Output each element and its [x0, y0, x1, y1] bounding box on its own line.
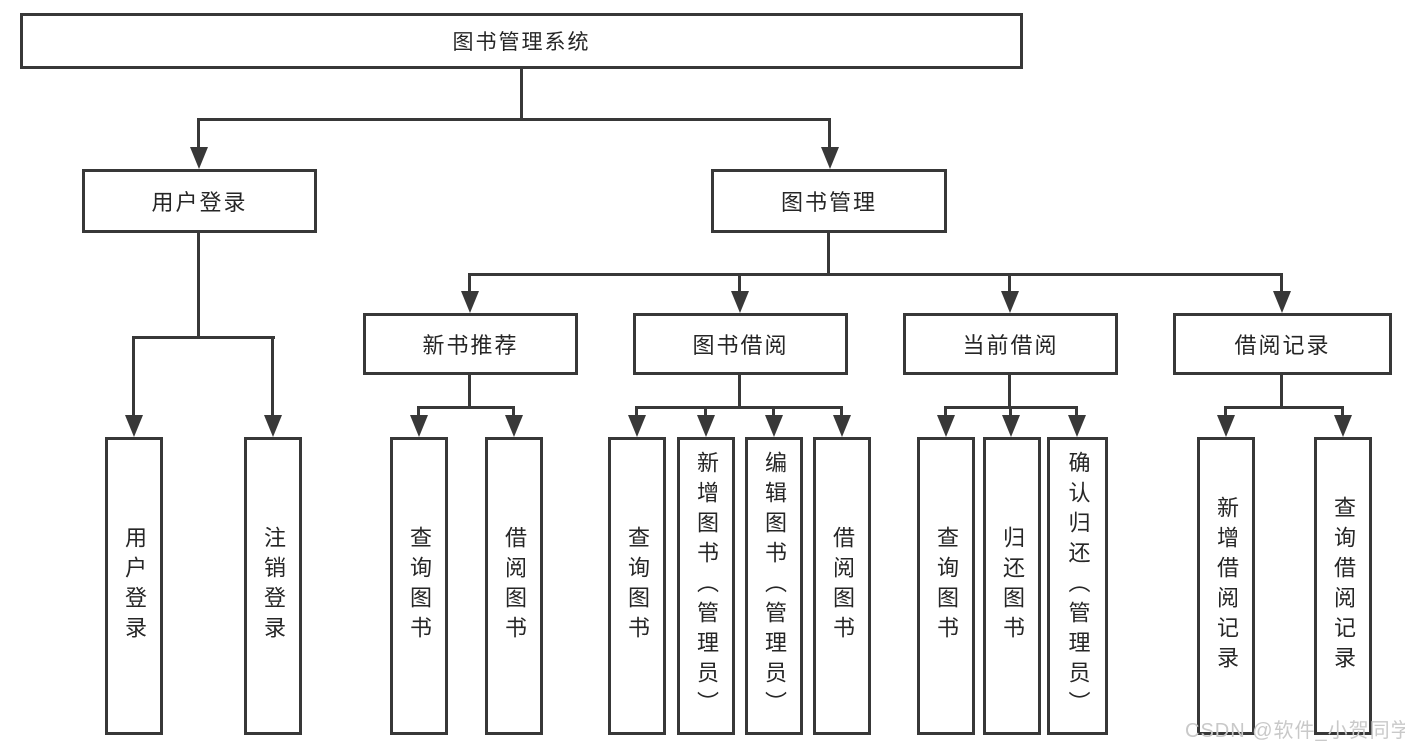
node-label: 当前借阅 — [962, 333, 1059, 358]
node-library-management-system: 图书管理系统 — [20, 13, 1023, 69]
connector-line — [1280, 375, 1283, 409]
connector-line — [468, 273, 471, 299]
leaf-label: 确认归还（管理员） — [1065, 451, 1091, 721]
leaf-edit-books-admin: 编辑图书（管理员） — [745, 437, 803, 735]
connector-line — [1075, 406, 1078, 422]
arrowhead — [628, 415, 646, 437]
leaf-label: 用户登录 — [122, 526, 147, 646]
connector-line — [1009, 406, 1012, 422]
arrowhead — [410, 415, 428, 437]
connector-line — [772, 406, 775, 422]
leaf-borrow-books-recommend: 借阅图书 — [485, 437, 543, 735]
connector-line — [635, 406, 638, 422]
leaf-label: 新增借阅记录 — [1214, 496, 1239, 676]
leaf-label: 注销登录 — [261, 526, 286, 646]
connector-line — [738, 375, 741, 409]
connector-line — [1224, 406, 1344, 409]
arrowhead — [821, 147, 839, 169]
connector-line — [1224, 406, 1227, 422]
arrowhead — [1217, 415, 1235, 437]
node-label: 用户登录 — [151, 190, 248, 215]
connector-line — [840, 406, 843, 422]
leaf-label: 查询图书 — [625, 526, 650, 646]
connector-line — [1008, 375, 1011, 409]
connector-line — [520, 69, 523, 121]
node-label: 新书推荐 — [422, 333, 519, 358]
connector-line — [704, 406, 707, 422]
leaf-add-borrow-record: 新增借阅记录 — [1197, 437, 1255, 735]
arrowhead — [731, 291, 749, 313]
arrowhead — [1273, 291, 1291, 313]
connector-line — [468, 375, 471, 409]
leaf-add-books-admin: 新增图书（管理员） — [677, 437, 735, 735]
arrowhead — [697, 415, 715, 437]
node-label: 图书管理 — [780, 190, 877, 215]
leaf-label: 查询图书 — [934, 526, 959, 646]
connector-line — [417, 406, 420, 422]
node-new-book-recommend: 新书推荐 — [363, 313, 578, 375]
connector-line — [271, 336, 274, 420]
leaf-user-login: 用户登录 — [105, 437, 163, 735]
arrowhead — [461, 291, 479, 313]
leaf-label: 编辑图书（管理员） — [762, 451, 787, 721]
leaf-label: 查询借阅记录 — [1331, 496, 1356, 676]
node-label: 借阅记录 — [1234, 333, 1331, 358]
leaf-borrow-books-borrowing: 借阅图书 — [813, 437, 871, 735]
leaf-label: 新增图书（管理员） — [694, 451, 719, 721]
arrowhead — [1334, 415, 1352, 437]
connector-line — [738, 273, 741, 299]
connector-line — [468, 273, 1283, 276]
leaf-return-books: 归还图书 — [983, 437, 1041, 735]
arrowhead — [505, 415, 523, 437]
leaf-label: 借阅图书 — [830, 526, 855, 646]
arrowhead — [765, 415, 783, 437]
node-book-borrowing: 图书借阅 — [633, 313, 848, 375]
leaf-logout: 注销登录 — [244, 437, 302, 735]
arrowhead — [1002, 415, 1020, 437]
connector-line — [1280, 273, 1283, 299]
node-user-login-branch: 用户登录 — [82, 169, 317, 233]
leaf-query-books-current: 查询图书 — [917, 437, 975, 735]
leaf-confirm-return-admin: 确认归还（管理员） — [1047, 437, 1108, 735]
leaf-query-borrow-record: 查询借阅记录 — [1314, 437, 1372, 735]
connector-line — [197, 118, 200, 150]
arrowhead — [937, 415, 955, 437]
leaf-query-books-borrowing: 查询图书 — [608, 437, 666, 735]
connector-line — [512, 406, 515, 422]
arrowhead — [1068, 415, 1086, 437]
connector-line — [1008, 273, 1011, 299]
arrowhead — [1001, 291, 1019, 313]
node-label: 图书借阅 — [692, 333, 789, 358]
leaf-label: 归还图书 — [1000, 526, 1025, 646]
connector-line — [1341, 406, 1344, 422]
arrowhead — [264, 415, 282, 437]
connector-line — [132, 336, 135, 420]
node-book-management-branch: 图书管理 — [711, 169, 947, 233]
connector-line — [827, 233, 830, 276]
arrowhead — [833, 415, 851, 437]
node-label: 图书管理系统 — [452, 31, 591, 54]
connector-line — [417, 406, 515, 409]
arrowhead — [125, 415, 143, 437]
leaf-query-books-recommend: 查询图书 — [390, 437, 448, 735]
connector-line — [944, 406, 947, 422]
leaf-label: 借阅图书 — [502, 526, 527, 646]
leaf-label: 查询图书 — [407, 526, 432, 646]
connector-line — [828, 118, 831, 150]
arrowhead — [190, 147, 208, 169]
csdn-watermark: CSDN @软件_小贺同学 — [1185, 720, 1405, 742]
connector-line — [635, 406, 843, 409]
node-current-borrowing: 当前借阅 — [903, 313, 1118, 375]
connector-line — [132, 336, 275, 339]
connector-line — [197, 118, 831, 121]
node-borrowing-records: 借阅记录 — [1173, 313, 1392, 375]
connector-line — [197, 233, 200, 339]
